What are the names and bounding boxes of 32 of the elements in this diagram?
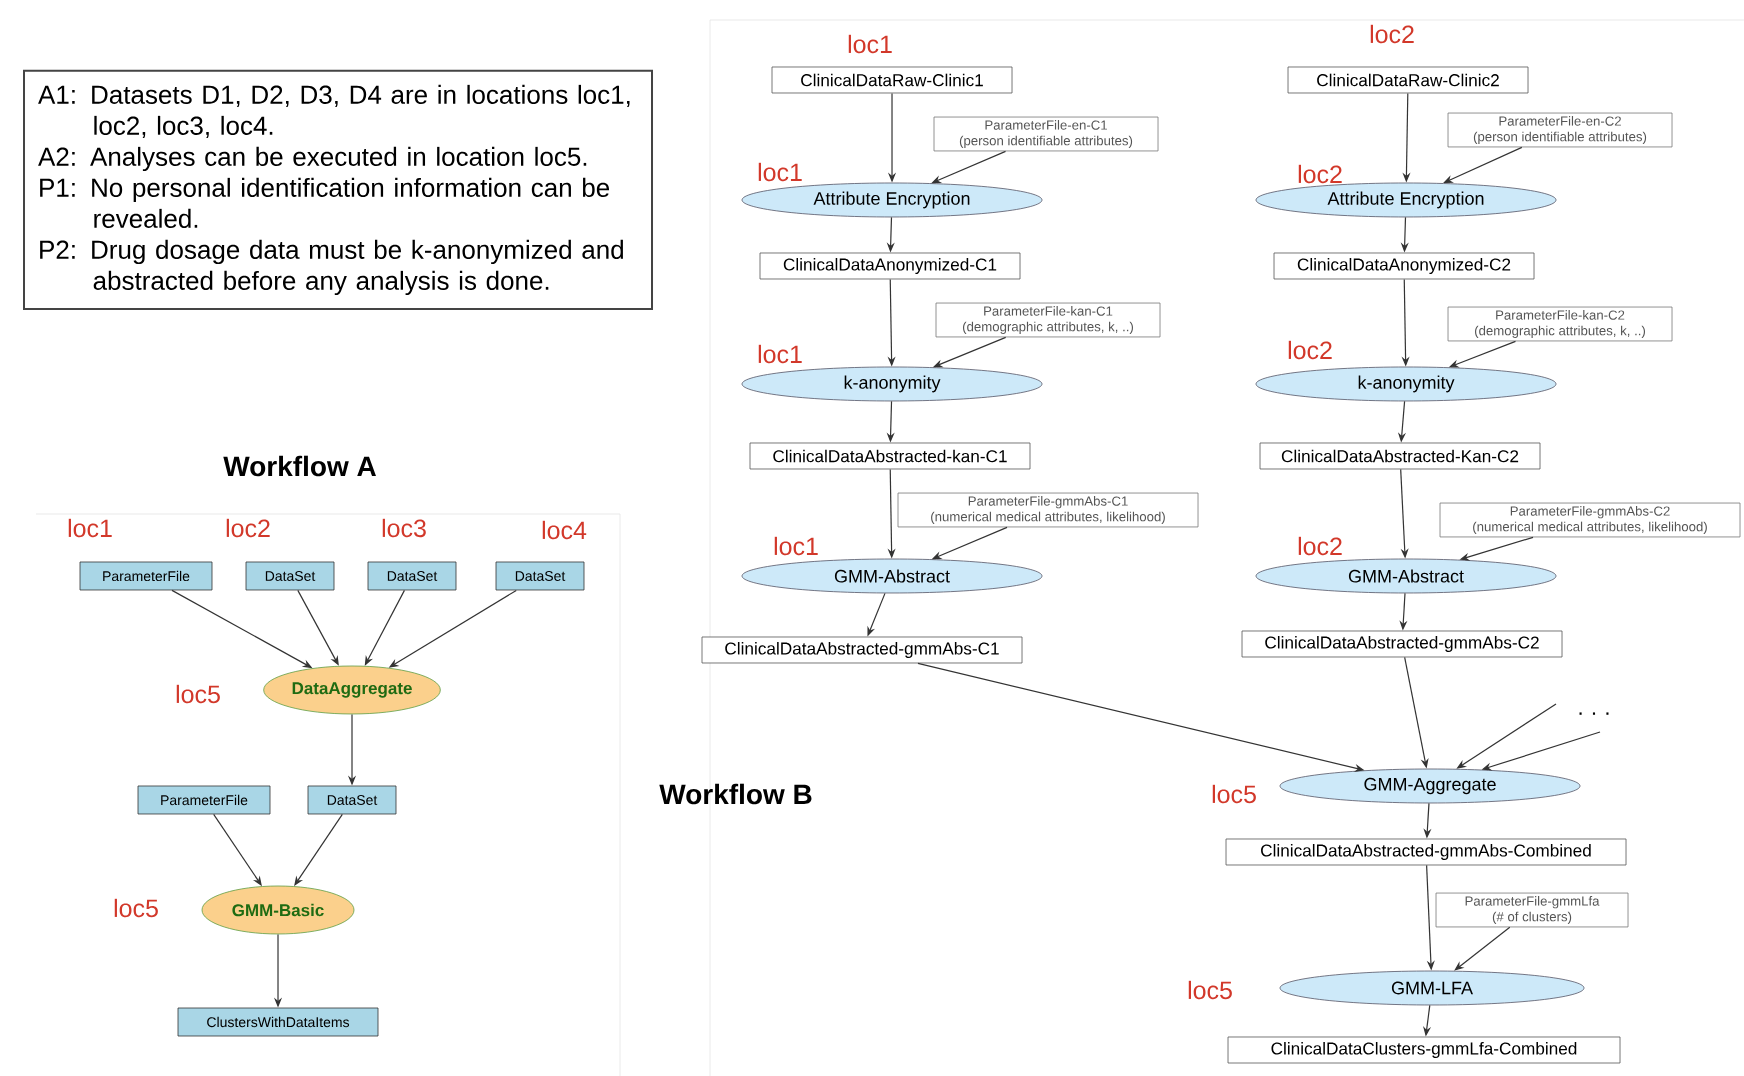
location-label: loc5 (176, 684, 220, 704)
data-box: ClinicalDataAbstracted-gmmAbs-C1 (701, 636, 1023, 664)
location-label: loc2 (226, 518, 270, 538)
note-box: A1: Datasets D1, D2, D3, D4 are in locations loc1, loc2, loc3, loc4. A2: Analyses can be executed in location loc5. P1: No personal identification information can be revealed. P2: Drug dosage data must be k-anonymized and abstracted before any analysis is done. (23, 69, 653, 311)
location-label: loc4 (542, 520, 587, 540)
location-label: loc5 (114, 898, 158, 918)
data-box: ClinicalDataClusters-gmmLfa-Combined (1227, 1036, 1621, 1064)
location-label: loc1 (758, 344, 802, 364)
location-label: loc1 (774, 536, 818, 556)
location-label: loc2 (1370, 24, 1414, 44)
location-label: loc3 (382, 518, 426, 538)
arrow (297, 589, 339, 666)
location-label: loc5 (1188, 980, 1232, 1000)
location-label: loc5 (1212, 784, 1256, 804)
location-label: loc2 (1298, 536, 1342, 556)
data-box: ClinicalDataAbstracted-gmmAbs-C2 (1241, 630, 1563, 658)
location-label: loc1 (68, 518, 112, 538)
workflow-title: Workflow B (659, 783, 812, 805)
data-box: ClinicalDataAnonymized-C2 (1273, 252, 1535, 280)
data-box: ClinicalDataRaw-Clinic1 (771, 66, 1013, 94)
data-box: ClinicalDataRaw-Clinic2 (1287, 66, 1529, 94)
data-box: ClinicalDataAbstracted-Kan-C2 (1259, 442, 1541, 470)
location-label: loc2 (1298, 164, 1342, 184)
location-label: loc2 (1288, 340, 1332, 360)
data-box: ClinicalDataAbstracted-kan-C1 (749, 442, 1031, 470)
arrow (1454, 926, 1511, 971)
workflow-title: Workflow A (223, 455, 376, 477)
location-label: loc1 (848, 34, 892, 54)
location-label: loc1 (758, 162, 802, 182)
ellipsis-label: · · · (1579, 712, 1609, 715)
data-box: ClinicalDataAnonymized-C1 (759, 252, 1021, 280)
data-box: ClinicalDataAbstracted-gmmAbs-Combined (1225, 838, 1627, 866)
